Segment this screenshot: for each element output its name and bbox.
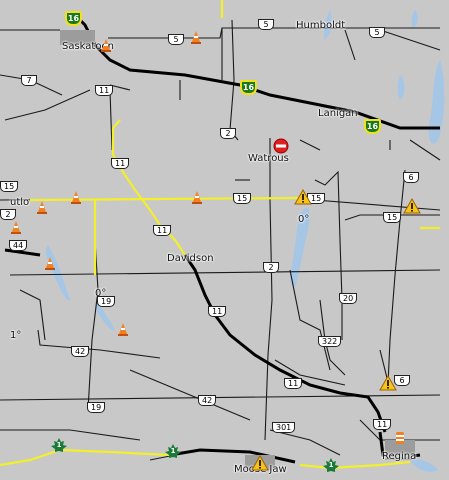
construction-barrel-icon[interactable]: [393, 431, 407, 445]
city-label-lanigan[interactable]: Lanigan: [318, 108, 358, 119]
highway-shield-5[interactable]: 5: [369, 27, 385, 38]
temperature-label: 1°: [10, 330, 22, 341]
city-label-outlook[interactable]: utlo: [10, 197, 30, 208]
lakes: [45, 10, 445, 472]
construction-cone-icon[interactable]: [190, 190, 204, 204]
city-label-davidson[interactable]: Davidson: [167, 253, 214, 264]
temperature-label: 0°: [95, 288, 107, 299]
maple-leaf-icon: [51, 438, 67, 452]
highway-shield-15[interactable]: 15: [383, 212, 402, 223]
trans-canada-1-shield[interactable]: 1: [323, 458, 339, 474]
highway-shield-42[interactable]: 42: [198, 395, 217, 406]
highway-shield-44[interactable]: 44: [9, 240, 28, 251]
highway-shield-11[interactable]: 11: [373, 419, 392, 430]
highway-shield-11[interactable]: 11: [208, 306, 227, 317]
city-label-saskatoon[interactable]: Saskatoon: [62, 41, 114, 52]
yellowhead-16-shield[interactable]: 16: [240, 80, 257, 95]
highway-shield-6[interactable]: 6: [403, 172, 419, 183]
highway-shield-2[interactable]: 2: [0, 209, 16, 220]
highway-shield-42[interactable]: 42: [71, 346, 90, 357]
city-label-humboldt[interactable]: Humboldt: [296, 20, 346, 31]
highway-shield-19[interactable]: 19: [87, 402, 106, 413]
construction-cone-icon[interactable]: [9, 220, 23, 234]
city-label-regina[interactable]: Regina: [382, 451, 417, 462]
highway-shield-5[interactable]: 5: [168, 34, 184, 45]
warning-triangle-icon[interactable]: [294, 189, 312, 205]
regina-urban-area: [385, 440, 415, 460]
yellowhead-16-shield[interactable]: 16: [364, 119, 381, 134]
warning-triangle-icon[interactable]: [251, 455, 269, 471]
trans-canada-1-shield[interactable]: 1: [165, 444, 181, 460]
construction-cone-icon[interactable]: [116, 322, 130, 336]
construction-cone-icon[interactable]: [99, 38, 113, 52]
maple-leaf-icon: [165, 444, 181, 458]
highway-shield-7[interactable]: 7: [21, 75, 37, 86]
yellowhead-16-shield[interactable]: 16: [65, 11, 82, 26]
highway-shield-2[interactable]: 2: [263, 262, 279, 273]
highway-shield-11[interactable]: 11: [111, 158, 130, 169]
warning-triangle-icon[interactable]: [379, 375, 397, 391]
highway-shield-11[interactable]: 11: [95, 85, 114, 96]
construction-cone-icon[interactable]: [189, 30, 203, 44]
trans-canada-1-shield[interactable]: 1: [51, 438, 67, 454]
construction-cone-icon[interactable]: [35, 200, 49, 214]
highway-shield-11[interactable]: 11: [153, 225, 172, 236]
temperature-label: 0°: [298, 214, 310, 225]
construction-cone-icon[interactable]: [43, 256, 57, 270]
highway-shield-301[interactable]: 301: [272, 422, 296, 433]
saskatoon-urban-area: [60, 30, 95, 45]
highway-shield-322[interactable]: 322: [318, 336, 342, 347]
highway-shield-5[interactable]: 5: [258, 19, 274, 30]
road-closed-icon[interactable]: [273, 138, 289, 154]
highway-shield-20[interactable]: 20: [339, 293, 358, 304]
highway-shield-6[interactable]: 6: [394, 375, 410, 386]
city-label-watrous[interactable]: Watrous: [248, 153, 289, 164]
warning-triangle-icon[interactable]: [403, 198, 421, 214]
maple-leaf-icon: [323, 458, 339, 472]
construction-cone-icon[interactable]: [69, 190, 83, 204]
highway-shield-15[interactable]: 15: [0, 181, 19, 192]
highway-shield-19[interactable]: 19: [97, 296, 116, 307]
highway-shield-15[interactable]: 15: [233, 193, 252, 204]
highway-shield-11[interactable]: 11: [284, 378, 303, 389]
highway-shield-2[interactable]: 2: [220, 128, 236, 139]
